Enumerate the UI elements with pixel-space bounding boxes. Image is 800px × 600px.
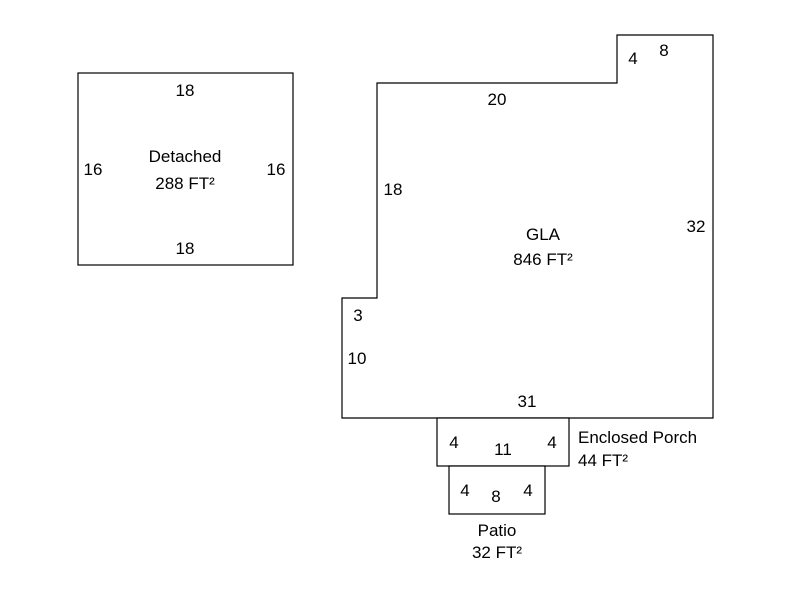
gla-label: GLA xyxy=(526,225,561,244)
gla-notch-dimension: 3 xyxy=(353,306,362,325)
enclosed-porch-area: 4 11 4 Enclosed Porch 44 FT² xyxy=(436,417,697,470)
gla-bottom-dimension: 31 xyxy=(518,392,537,411)
porch-left-dimension: 4 xyxy=(449,433,458,452)
patio-right-dimension: 4 xyxy=(523,481,532,500)
detached-top-dimension: 18 xyxy=(176,81,195,100)
porch-right-dimension: 4 xyxy=(547,433,556,452)
gla-area: 20 4 8 32 31 18 3 10 GLA 846 FT² xyxy=(341,34,714,419)
detached-bottom-dimension: 18 xyxy=(176,239,195,258)
gla-step-side-dimension: 4 xyxy=(628,49,637,68)
gla-step-top-dimension: 8 xyxy=(659,41,668,60)
detached-right-dimension: 16 xyxy=(267,160,286,179)
gla-top-dimension: 20 xyxy=(488,90,507,109)
porch-outline xyxy=(436,417,570,467)
gla-right-dimension: 32 xyxy=(687,217,706,236)
patio-left-dimension: 4 xyxy=(460,481,469,500)
detached-label: Detached xyxy=(149,147,222,166)
detached-area: 18 18 16 16 Detached 288 FT² xyxy=(77,72,294,266)
gla-left-lower-dimension: 10 xyxy=(348,349,367,368)
gla-outline xyxy=(341,34,714,419)
patio-outline xyxy=(448,465,546,515)
porch-width-dimension: 11 xyxy=(494,440,512,459)
porch-area-label: 44 FT² xyxy=(578,451,628,470)
patio-label: Patio xyxy=(478,521,517,540)
patio-area: 4 8 4 Patio 32 FT² xyxy=(448,465,546,562)
patio-area-label: 32 FT² xyxy=(472,543,522,562)
porch-label: Enclosed Porch xyxy=(578,428,697,447)
patio-width-dimension: 8 xyxy=(491,487,500,506)
gla-area-label: 846 FT² xyxy=(513,250,573,269)
detached-outline xyxy=(77,72,294,266)
detached-left-dimension: 16 xyxy=(84,160,103,179)
detached-area-label: 288 FT² xyxy=(155,174,215,193)
gla-left-upper-dimension: 18 xyxy=(384,180,403,199)
